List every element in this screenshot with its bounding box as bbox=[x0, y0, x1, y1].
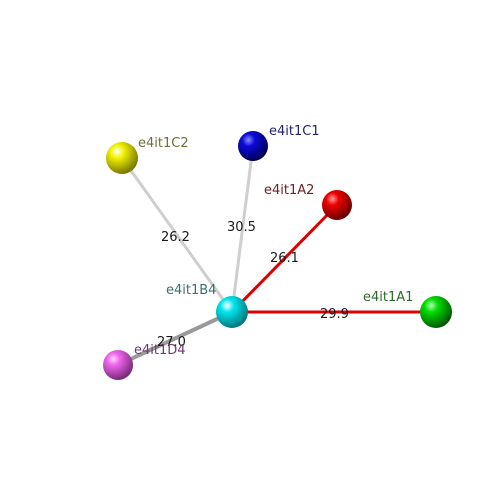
edge-center-a2 bbox=[230, 203, 339, 314]
edge-label-center-c2: 26.2 bbox=[161, 230, 190, 245]
node-label-e4it1C2: e4it1C2 bbox=[138, 136, 189, 151]
node-e4it1C1[interactable] bbox=[238, 131, 268, 161]
node-e4it1C2[interactable] bbox=[106, 142, 138, 174]
edge-center-d4 bbox=[117, 310, 233, 367]
edge-label-center-c1: 30.5 bbox=[227, 220, 256, 235]
node-label-e4it1B4: e4it1B4 bbox=[166, 283, 216, 298]
node-label-e4it1A1: e4it1A1 bbox=[363, 290, 413, 305]
edge-label-center-d4: 27.0 bbox=[157, 335, 186, 350]
node-label-e4it1D4: e4it1D4 bbox=[134, 343, 186, 358]
edge-label-center-a2: 26.1 bbox=[270, 251, 299, 266]
edge-center-c2 bbox=[120, 157, 234, 313]
node-e4it1D4[interactable] bbox=[103, 350, 133, 380]
edge-center-c1 bbox=[230, 145, 255, 313]
node-e4it1A1[interactable] bbox=[420, 296, 452, 328]
node-label-e4it1A2: e4it1A2 bbox=[264, 183, 314, 198]
node-e4it1A2[interactable] bbox=[322, 190, 352, 220]
node-label-e4it1C1: e4it1C1 bbox=[269, 124, 320, 139]
edge-label-center-a1: 29.9 bbox=[320, 307, 349, 322]
node-e4it1B4[interactable] bbox=[216, 296, 248, 328]
